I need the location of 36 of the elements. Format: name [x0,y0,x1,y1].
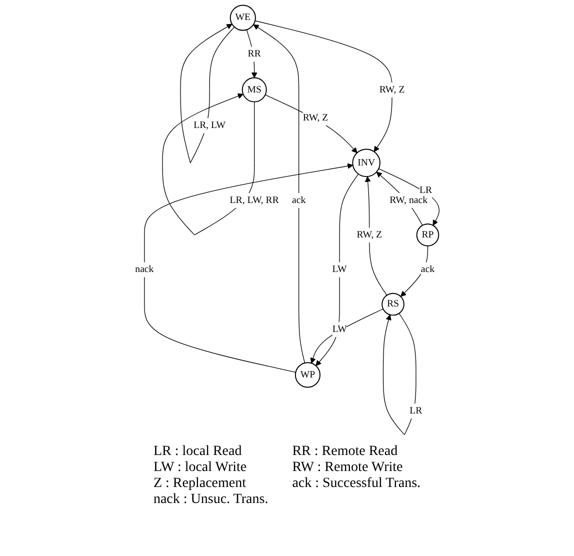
node-circle: MS [242,77,267,102]
edge-label: LR [419,185,432,196]
legend-text: ack : Successful Trans. [292,476,421,492]
legend-text: RR : Remote Read [292,444,399,460]
edge-label: RR [248,48,261,60]
edge-label: nack [134,264,154,275]
arrow [382,313,416,435]
arrow [254,20,392,152]
legend-text: nack : Unsuc. Trans. [153,492,268,508]
arrow [400,246,428,297]
node-circle: RP [416,224,439,246]
edge-label: LR [410,406,422,416]
edge-label: LR, LW [193,120,226,131]
arrow [378,168,440,226]
edge-label: RW, Z [379,84,405,95]
arrow [264,94,358,154]
legend-text: Z : Replacement [153,476,247,492]
legend-text: LR : local Read [153,444,243,460]
arrow [310,308,384,364]
node-circle: RS [381,292,404,316]
arrow [246,29,258,78]
edge-label: LW [332,324,347,334]
legend-text: LW : local Write [153,460,248,476]
legend-text: RW : Remote Write [292,460,404,476]
edge-label: RW, Z [302,112,328,124]
edge-label: ack [420,264,434,275]
edge-label: RW, Z [356,230,382,240]
arrow [315,174,359,366]
node-circle: INV [352,148,380,178]
edge-label: RW, nack [390,194,428,206]
node-circle: WE [230,4,256,31]
node-circle: WP [294,362,320,388]
edge-label: ack [292,194,306,206]
edge-label: LR, LW, RR [230,194,279,206]
edge-label: LW [332,264,347,275]
arrow [252,24,305,364]
